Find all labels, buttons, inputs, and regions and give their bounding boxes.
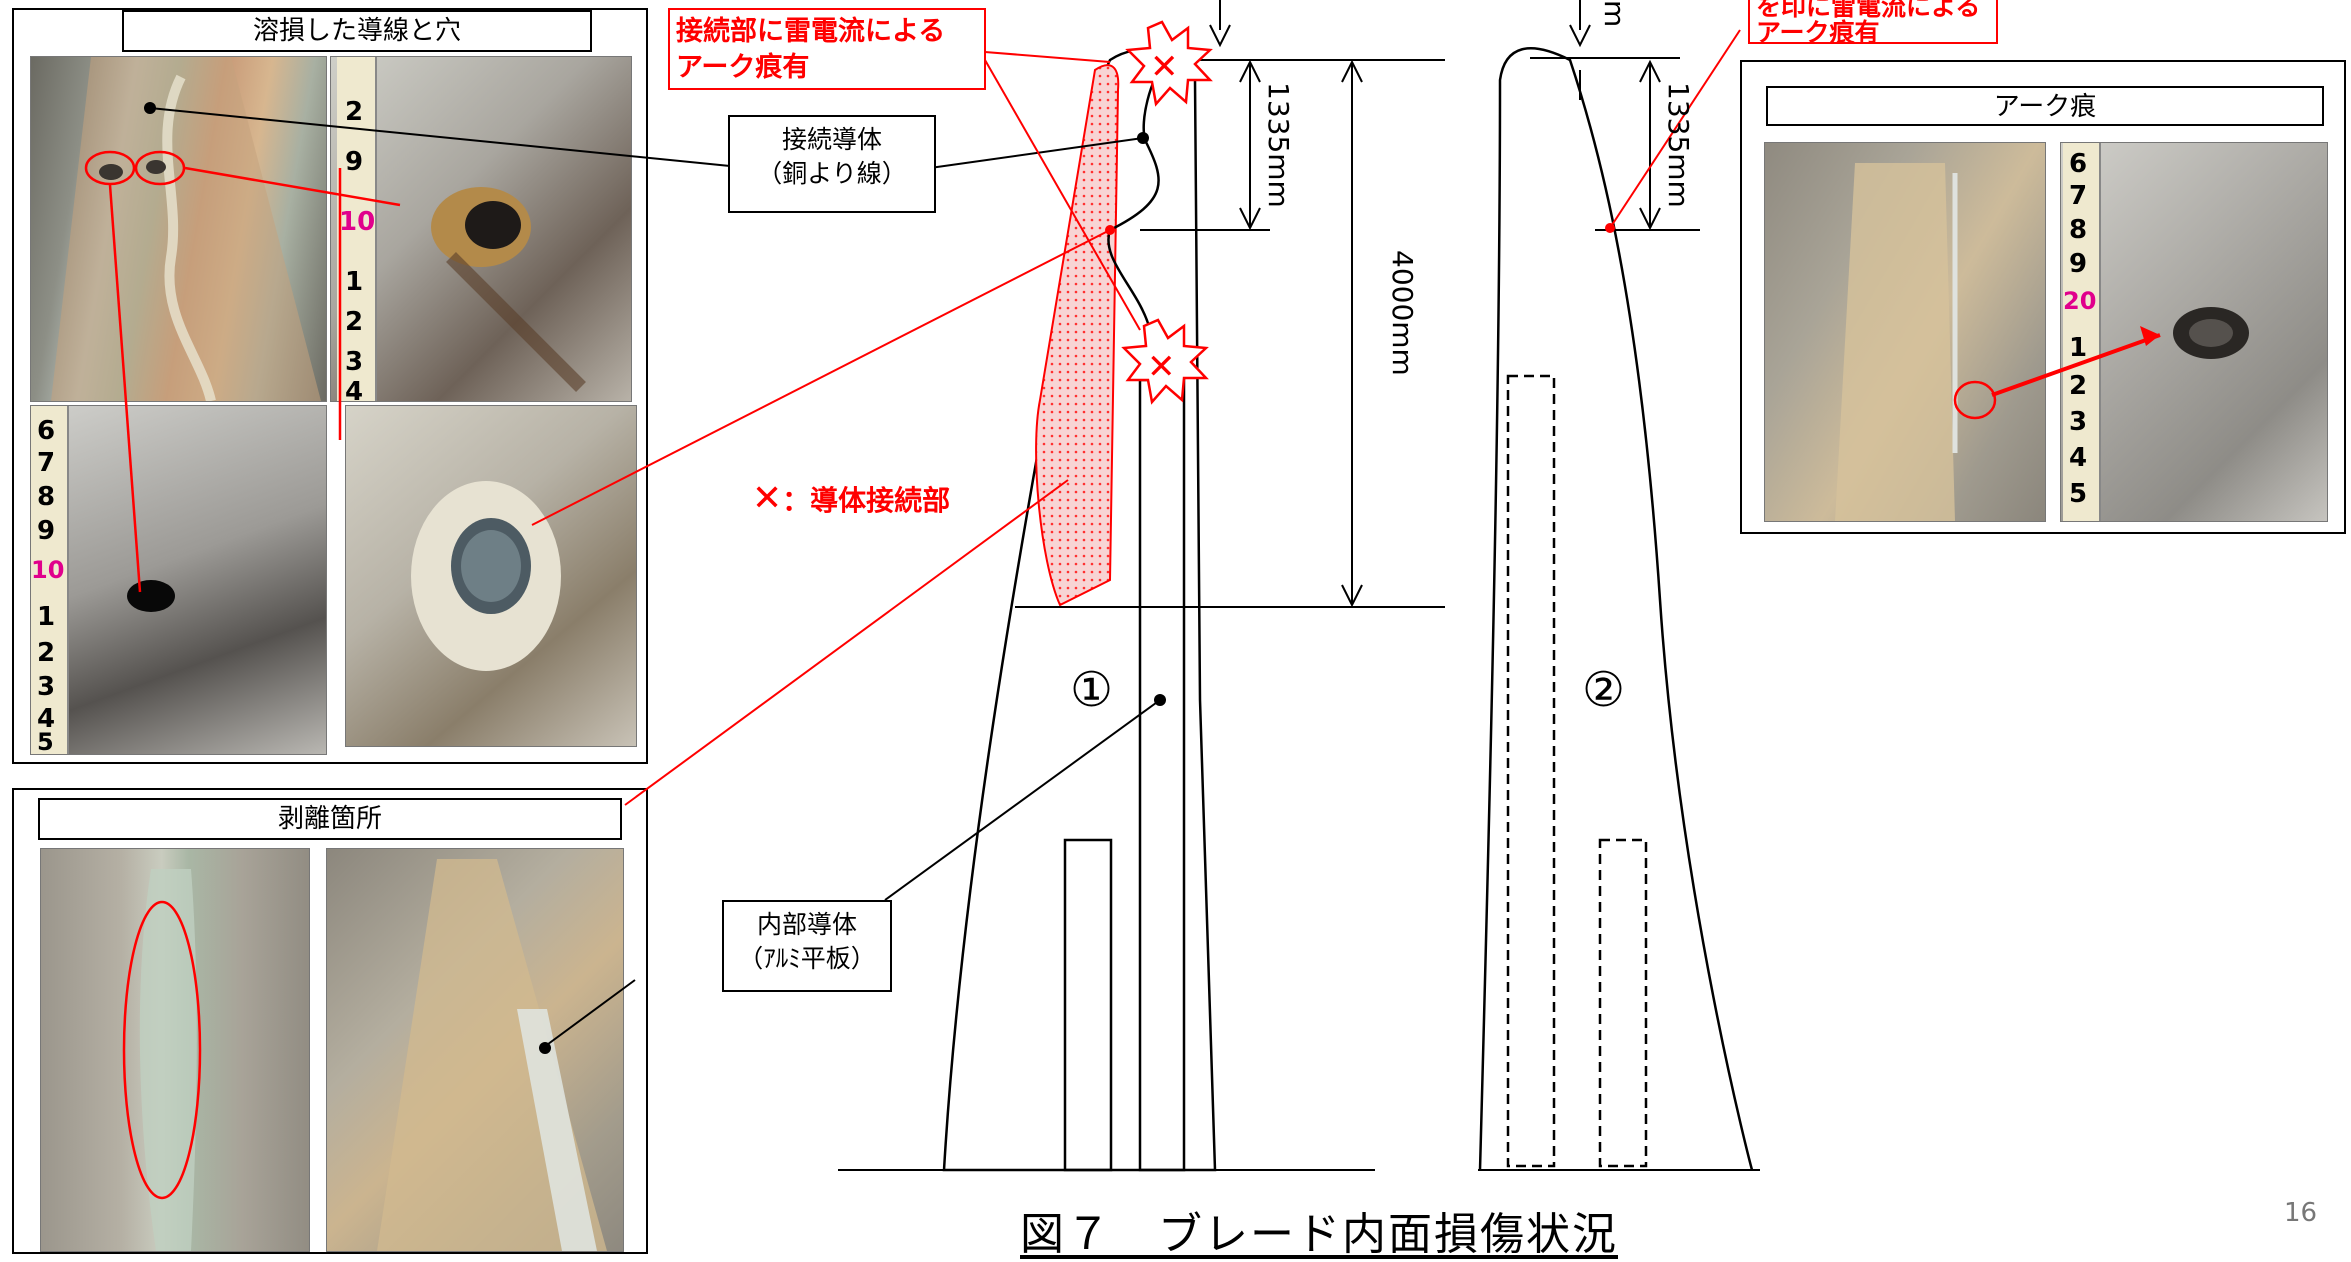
internal-conductor-label-line1: 内部導体 <box>756 910 857 939</box>
ruler-b-digit: 3 <box>37 672 56 702</box>
hole-closeup-photo: 2 9 10 1 2 3 4 <box>330 56 632 402</box>
ruler-c-digit: 5 <box>2069 479 2088 509</box>
blade-1-slot <box>1063 838 1113 1172</box>
ruler-b-digit: 2 <box>37 638 56 668</box>
ruler-c-digit: 2 <box>2069 371 2088 401</box>
ruler-b-digit: 5 <box>37 728 54 755</box>
ruler-b-digit: 7 <box>37 448 56 478</box>
dimension-1335mm-right: 1335mm <box>1662 82 1695 208</box>
callout-line-internal-conductor <box>884 699 1161 901</box>
ruler-c-digit: 3 <box>2069 407 2088 437</box>
arc-trace-panel-title: アーク痕 <box>1766 86 2324 126</box>
blade-2-outline <box>1478 47 1754 1171</box>
connecting-conductor-label-line2: （銅より線） <box>757 159 907 188</box>
hole-photo-bottom-left: 6 7 8 9 10 1 2 3 4 5 <box>30 405 327 755</box>
arc-trace-photo-right: 6 7 8 9 20 1 2 3 4 5 <box>2060 142 2328 522</box>
ruler-c-digit: 6 <box>2069 149 2088 179</box>
ruler-b-digit: 8 <box>37 482 56 512</box>
conductor-joint-mark-top: ✕ <box>1150 47 1179 87</box>
connecting-conductor-label-line1: 接続導体 <box>781 125 882 154</box>
peeling-region <box>1035 64 1120 607</box>
figure-caption: 図７ ブレード内面損傷状況 <box>1020 1209 1618 1260</box>
blade-1-number: ① <box>1070 662 1114 718</box>
ruler-c-digit: 1 <box>2069 333 2088 363</box>
ruler-a-digit: 1 <box>345 267 364 297</box>
ruler-b-digit: 4 <box>37 704 56 734</box>
connecting-conductor-wire <box>1107 61 1166 331</box>
internal-conductor-label: 内部導体 （ｱﾙﾐ平板） <box>722 900 892 992</box>
ruler-c-digit: 8 <box>2069 215 2088 245</box>
hole-closeup-graphic <box>431 187 586 392</box>
arc-note-left-line2: アーク痕有 <box>676 52 810 83</box>
arc-trace-photo-right-graphic <box>2173 307 2249 359</box>
dimension-top-cut: m <box>1598 0 1631 28</box>
arc-starburst-top <box>1125 20 1213 107</box>
ruler-c-digit: 20 <box>2063 287 2097 315</box>
ruler-a-digit: 9 <box>345 147 364 177</box>
ruler-c-digit: 7 <box>2069 181 2088 211</box>
ruler-b-digit: 10 <box>31 556 65 584</box>
ruler-c: 6 7 8 9 20 1 2 3 4 5 <box>2063 143 2101 521</box>
peeling-photo-left <box>40 848 310 1252</box>
arc-trace-photo-left <box>1764 142 2046 522</box>
melted-conductor-graphic <box>411 481 561 671</box>
ruler-a-digit: 10 <box>339 207 376 237</box>
arc-note-right-line2: アーク痕有 <box>1756 18 1880 47</box>
arc-note-right: を印に雷電流による アーク痕有 <box>1748 0 1998 47</box>
blade-photo-top-left <box>30 56 327 402</box>
ruler-c-digit: 9 <box>2069 249 2088 279</box>
internal-conductor-label-line2: （ｱﾙﾐ平板） <box>738 944 876 973</box>
ruler-b-digit: 9 <box>37 516 56 546</box>
arc-note-left-line1: 接続部に雷電流による <box>676 16 946 47</box>
arc-note-left: 接続部に雷電流による アーク痕有 <box>668 8 986 90</box>
ruler-c-digit: 4 <box>2069 443 2088 473</box>
blade-2-slot-dashed <box>1598 838 1648 1168</box>
peeling-photo-right <box>326 848 624 1252</box>
dimension-4000mm: 4000mm <box>1386 250 1419 376</box>
conductor-joint-legend-mark: ✕ <box>752 478 783 519</box>
internal-conductor-bar <box>1138 378 1186 1172</box>
arc-note-right-line1: を印に雷電流による <box>1756 0 1981 21</box>
ruler-b-digit: 6 <box>37 416 56 446</box>
page-number: 16 <box>2284 1198 2318 1228</box>
callout-line-connecting-conductor-diagram <box>929 137 1144 169</box>
ruler-a-digit: 4 <box>345 377 364 402</box>
connecting-conductor-label: 接続導体 （銅より線） <box>728 115 936 213</box>
ruler-a-digit: 2 <box>345 307 364 337</box>
peeling-photo-right-graphic <box>377 859 607 1251</box>
conductor-joint-legend: ✕：導体接続部 <box>752 478 950 519</box>
ruler-a-digit: 2 <box>345 97 364 127</box>
ruler-a: 2 9 10 1 2 3 4 <box>337 57 377 401</box>
blade-2-internal-dashed <box>1506 374 1556 1168</box>
peeling-photo-left-graphic <box>139 869 197 1251</box>
conductor-joint-legend-text: ：導体接続部 <box>782 484 951 517</box>
ruler-a-digit: 3 <box>345 347 364 377</box>
blade-2-number: ② <box>1582 662 1626 718</box>
dimension-1335mm-left: 1335mm <box>1262 82 1295 208</box>
melted-conductor-photo <box>345 405 637 747</box>
peeling-panel-title: 剥離箇所 <box>38 798 622 840</box>
ruler-b: 6 7 8 9 10 1 2 3 4 5 <box>31 406 69 754</box>
melted-wire-panel-title: 溶損した導線と穴 <box>122 10 592 52</box>
arc-starburst-mid <box>1121 318 1209 405</box>
ruler-b-digit: 1 <box>37 602 56 632</box>
conductor-joint-mark-mid: ✕ <box>1147 347 1176 387</box>
callout-line-connecting-conductor-photo <box>149 107 751 169</box>
